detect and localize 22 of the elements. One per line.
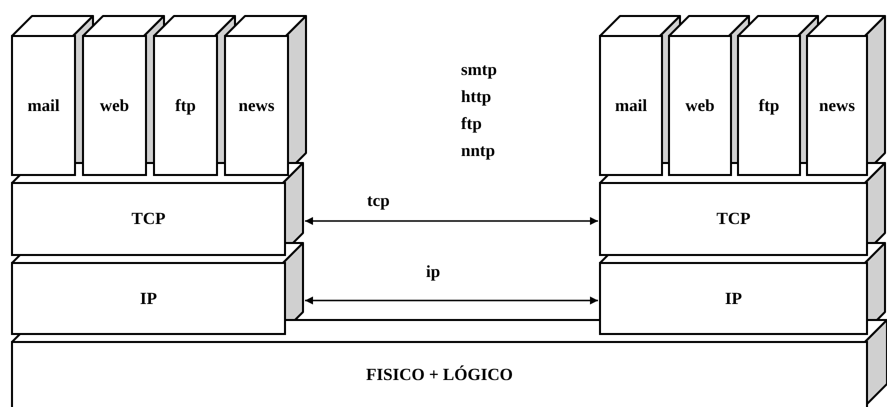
layer-label: news: [819, 96, 855, 116]
protocol-label: nntp: [461, 142, 496, 159]
layer-label: news: [238, 96, 274, 116]
layer-label: web: [100, 96, 130, 116]
layer-label: mail: [27, 96, 60, 116]
layer-label: IP: [140, 288, 157, 308]
layer-label: mail: [614, 96, 648, 116]
double-arrow: [305, 217, 598, 225]
layer-label: ftp: [758, 96, 780, 116]
layer-label: web: [685, 96, 715, 116]
protocol-label: http: [461, 88, 492, 105]
layer-block: [11, 262, 286, 335]
protocol-label: ftp: [461, 115, 482, 132]
edge-label: ip: [424, 263, 442, 280]
layer-block: [11, 182, 286, 256]
double-arrow: [305, 296, 598, 304]
layer-label: IP: [725, 288, 742, 308]
layer-label: ftp: [175, 96, 196, 116]
layer-label: TCP: [716, 209, 750, 229]
layer-label: FISICO + LÓGICO: [366, 365, 513, 385]
layer-label: TCP: [132, 209, 166, 229]
protocol-label: smtp: [461, 61, 497, 78]
